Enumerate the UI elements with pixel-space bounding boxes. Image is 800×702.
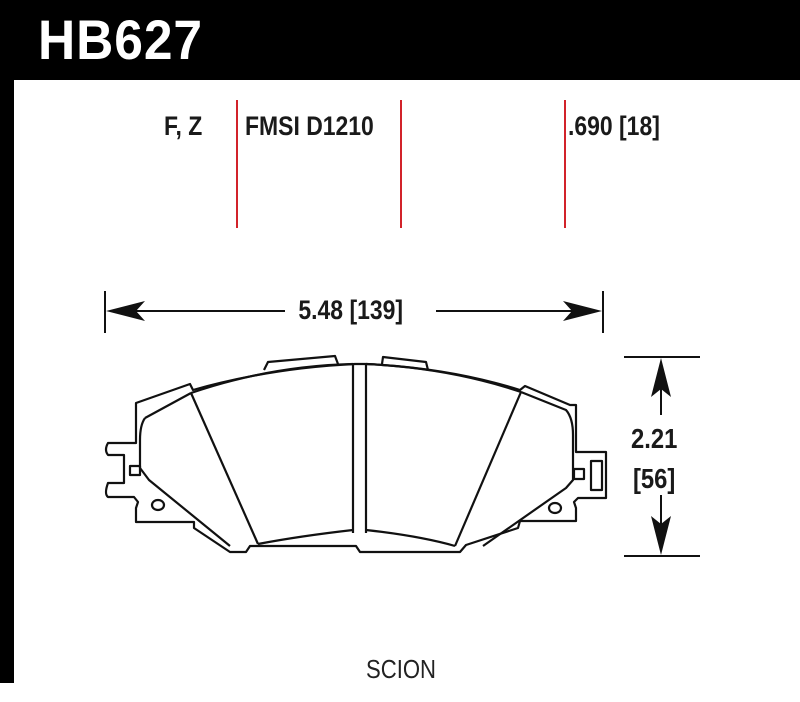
- thickness-label: .690 [18]: [568, 111, 660, 141]
- vehicle-make-label: SCION: [366, 654, 436, 684]
- fmsi-label: FMSI D1210: [245, 111, 374, 141]
- header-bar: [0, 0, 800, 80]
- height-inches: 2.21: [631, 423, 678, 454]
- left-border-bar: [0, 0, 14, 683]
- height-mm: [56]: [632, 463, 676, 494]
- part-number-title: HB627: [38, 8, 203, 71]
- brake-pad-outline: [104, 354, 608, 554]
- height-dimension-arrow: [624, 356, 700, 557]
- width-label: 5.48 [139]: [295, 295, 407, 326]
- position-label: F, Z: [164, 111, 203, 141]
- red-divider-lines: [236, 100, 566, 228]
- height-label: 2.21 [56]: [631, 419, 677, 499]
- width-dimension-arrow: [104, 291, 604, 333]
